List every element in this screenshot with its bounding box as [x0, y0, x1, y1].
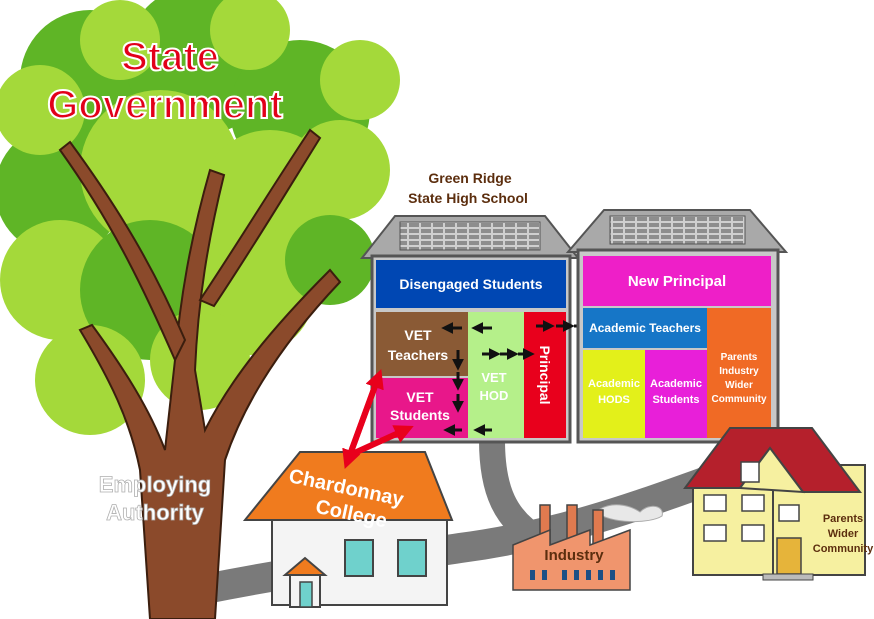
employer-label-line2: Authority	[106, 500, 205, 525]
vet-hod-line1: VET	[481, 370, 506, 385]
vet-students-line1: VET	[406, 389, 434, 405]
tree-illustration: State Government Employing Authority	[0, 0, 400, 619]
academic-teachers-box	[583, 308, 707, 348]
tree-title-line1: State	[121, 35, 219, 79]
tree-trunk	[58, 128, 342, 619]
vet-teachers-box	[376, 312, 468, 376]
new-principal-box	[583, 256, 771, 306]
community-line4: Community	[712, 394, 767, 405]
community-line1: Parents	[721, 352, 758, 363]
principal-box	[524, 312, 566, 438]
college-roof	[242, 451, 454, 521]
chardonnay-college-building: Chardonnay College	[242, 451, 454, 608]
parents-community-house: Parents Wider Community	[683, 427, 874, 581]
academic-students-box	[645, 350, 707, 438]
community-box	[707, 308, 771, 438]
academic-teachers-label: Academic Teachers	[589, 321, 701, 335]
house-label-line1: Parents	[823, 513, 863, 525]
house-label-line2: Wider	[828, 528, 859, 540]
disengaged-students-box	[376, 260, 566, 308]
academic-students-line1: Academic	[650, 378, 702, 390]
academic-hods-line1: Academic	[588, 378, 640, 390]
vet-teachers-line2: Teachers	[388, 347, 449, 363]
tree-title-line2: Government	[47, 83, 283, 127]
vet-teachers-line1: VET	[404, 327, 432, 343]
academic-hods-line2: HODS	[598, 394, 630, 406]
academic-hods-box	[583, 350, 645, 438]
community-line3: Wider	[725, 380, 753, 391]
new-principal-label: New Principal	[628, 273, 726, 290]
academic-students-line2: Students	[652, 394, 699, 406]
principal-label: Principal	[537, 345, 553, 404]
industry-label: Industry	[544, 547, 604, 564]
school-label-line2: State High School	[408, 190, 528, 206]
vet-hod-line2: HOD	[480, 388, 509, 403]
right-school-building: New Principal Academic Teachers Academic…	[565, 209, 789, 444]
employer-label-line1: Employing	[99, 472, 211, 497]
college-vet-link-arrows	[342, 368, 414, 470]
disengaged-students-label: Disengaged Students	[399, 276, 542, 292]
community-line2: Industry	[719, 366, 759, 377]
internal-flow-arrows	[441, 320, 593, 436]
school-label-line1: Green Ridge	[428, 170, 511, 186]
vet-students-line2: Students	[390, 407, 450, 423]
industry-factory: Industry	[512, 504, 663, 591]
house-label-line3: Community	[813, 543, 874, 555]
left-school-building: Disengaged Students VET Teachers VET Stu…	[359, 215, 593, 444]
